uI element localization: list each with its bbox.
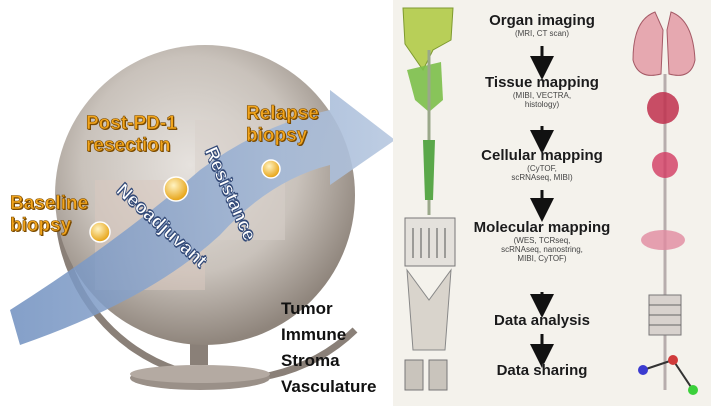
- component-immune: Immune: [281, 322, 376, 348]
- post-pd1-dot: [164, 177, 188, 201]
- relapse-biopsy-label: Relapse biopsy: [246, 103, 319, 147]
- component-stroma: Stroma: [281, 348, 376, 374]
- step-molecular-mapping: Molecular mapping (WES, TCRseq, scRNAseq…: [467, 219, 617, 263]
- step-data-sharing: Data sharing: [475, 362, 609, 379]
- tissue-sample-icon: [647, 92, 679, 124]
- step-organ-imaging: Organ imaging (MRI, CT scan): [475, 12, 609, 38]
- baseline-biopsy-label: Baseline biopsy: [10, 193, 88, 237]
- step-subtitle: (MRI, CT scan): [475, 29, 609, 38]
- step-data-analysis: Data analysis: [475, 312, 609, 329]
- post-pd1-resection-label: Post-PD-1 resection: [86, 113, 177, 157]
- molecule-graph-icon: [638, 355, 698, 395]
- relapse-dot: [262, 160, 280, 178]
- right-sample-column: [633, 12, 698, 395]
- network-icon: [407, 270, 451, 350]
- lung-left-icon: [633, 12, 663, 75]
- step-title: Organ imaging: [475, 12, 609, 29]
- step-subtitle: (MIBI, VECTRA, histology): [475, 91, 609, 109]
- step-title: Data sharing: [475, 362, 609, 379]
- tissue-icon: [407, 62, 443, 112]
- step-tissue-mapping: Tissue mapping (MIBI, VECTRA, histology): [475, 74, 609, 109]
- component-list: Tumor Immune Stroma Vasculature: [281, 296, 376, 400]
- component-vasculature: Vasculature: [281, 374, 376, 400]
- globe-timeline-panel: Baseline biopsy Post-PD-1 resection Rela…: [0, 0, 420, 406]
- left-sample-column: [403, 8, 455, 390]
- step-subtitle: (CyTOF, scRNAseq, MIBI): [475, 164, 609, 182]
- step-title: Data analysis: [475, 312, 609, 329]
- baseline-dot: [90, 222, 110, 242]
- step-cellular-mapping: Cellular mapping (CyTOF, scRNAseq, MIBI): [475, 147, 609, 182]
- step-title: Molecular mapping: [467, 219, 617, 236]
- step-subtitle: (WES, TCRseq, scRNAseq, nanostring, MIBI…: [467, 236, 617, 263]
- cell-strip-icon: [423, 140, 435, 200]
- lung-right-icon: [667, 12, 695, 75]
- workflow-panel: Organ imaging (MRI, CT scan) Tissue mapp…: [393, 0, 711, 406]
- component-tumor: Tumor: [281, 296, 376, 322]
- step-title: Tissue mapping: [475, 74, 609, 91]
- molecule-sample-icon: [641, 230, 685, 250]
- workflow-illustration: [393, 0, 711, 406]
- step-title: Cellular mapping: [475, 147, 609, 164]
- cell-sample-icon: [652, 152, 678, 178]
